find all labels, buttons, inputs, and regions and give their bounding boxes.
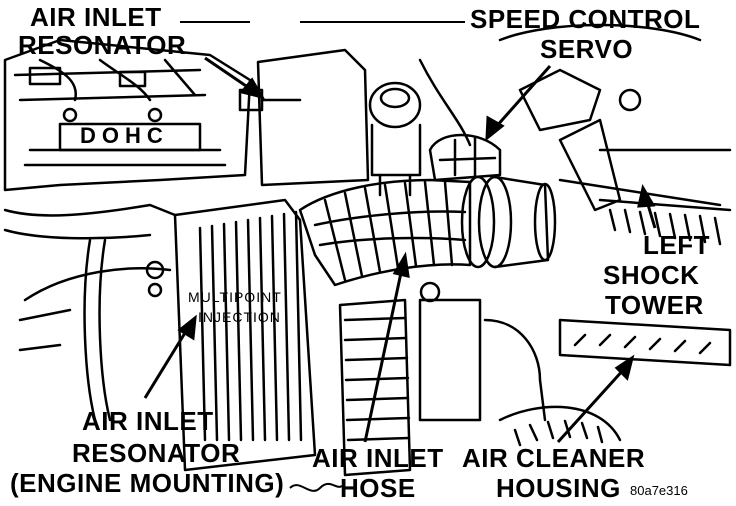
upper-resonator-box xyxy=(238,48,370,187)
squiggle-mark xyxy=(289,483,343,492)
label-engine-resonator-2: RESONATOR xyxy=(72,438,241,468)
label-figure-code: 80a7e316 xyxy=(630,483,688,498)
label-multipoint: MULTIPOINT xyxy=(188,289,282,305)
label-engine-resonator-1: AIR INLET xyxy=(82,406,214,436)
label-injection: INJECTION xyxy=(198,309,281,325)
engine-mounting-resonator xyxy=(173,198,317,472)
arrow-air-cleaner-housing xyxy=(556,366,627,444)
strut-tower xyxy=(498,23,732,212)
leader-arrows xyxy=(143,56,657,444)
arrow-left-shock-tower-head xyxy=(637,183,656,208)
label-air-inlet-hose-2: HOSE xyxy=(340,473,416,503)
arrow-air-inlet-hose-head xyxy=(392,251,410,278)
air-cleaner-inlet xyxy=(460,175,557,269)
arrow-upper-resonator-head xyxy=(239,77,266,100)
arrow-engine-resonator-head xyxy=(177,314,197,341)
label-air-inlet-resonator-top-2: RESONATOR xyxy=(18,30,187,60)
label-air-cleaner-housing-1: AIR CLEANER xyxy=(462,443,646,473)
speed-control-servo xyxy=(418,58,502,182)
left-pipes xyxy=(3,203,177,422)
arrow-air-cleaner-housing-head xyxy=(614,354,635,381)
air-inlet-hose-body xyxy=(298,178,472,287)
label-engine-resonator-3: (ENGINE MOUNTING) xyxy=(10,468,285,498)
label-dohc-badge: DOHC xyxy=(80,123,169,148)
reservoir xyxy=(368,81,422,197)
arrow-engine-resonator xyxy=(143,327,190,399)
label-left-shock-tower-3: TOWER xyxy=(605,290,704,320)
label-speed-control-2: SERVO xyxy=(540,34,634,64)
dohc-badge-box xyxy=(58,122,202,152)
label-air-cleaner-housing-2: HOUSING xyxy=(496,473,621,503)
label-air-inlet-hose-1: AIR INLET xyxy=(312,443,444,473)
label-left-shock-tower-2: SHOCK xyxy=(603,260,700,290)
shock-tower-spring xyxy=(558,198,732,367)
label-speed-control-1: SPEED CONTROL xyxy=(470,4,701,34)
label-left-shock-tower-1: LEFT xyxy=(643,230,710,260)
label-air-inlet-resonator-top-1: AIR INLET xyxy=(30,2,162,32)
arrow-air-inlet-hose xyxy=(363,267,404,443)
arrow-speed-control-servo xyxy=(493,65,552,129)
arrow-upper-resonator xyxy=(204,56,253,92)
arrow-speed-control-servo-head xyxy=(485,115,505,142)
